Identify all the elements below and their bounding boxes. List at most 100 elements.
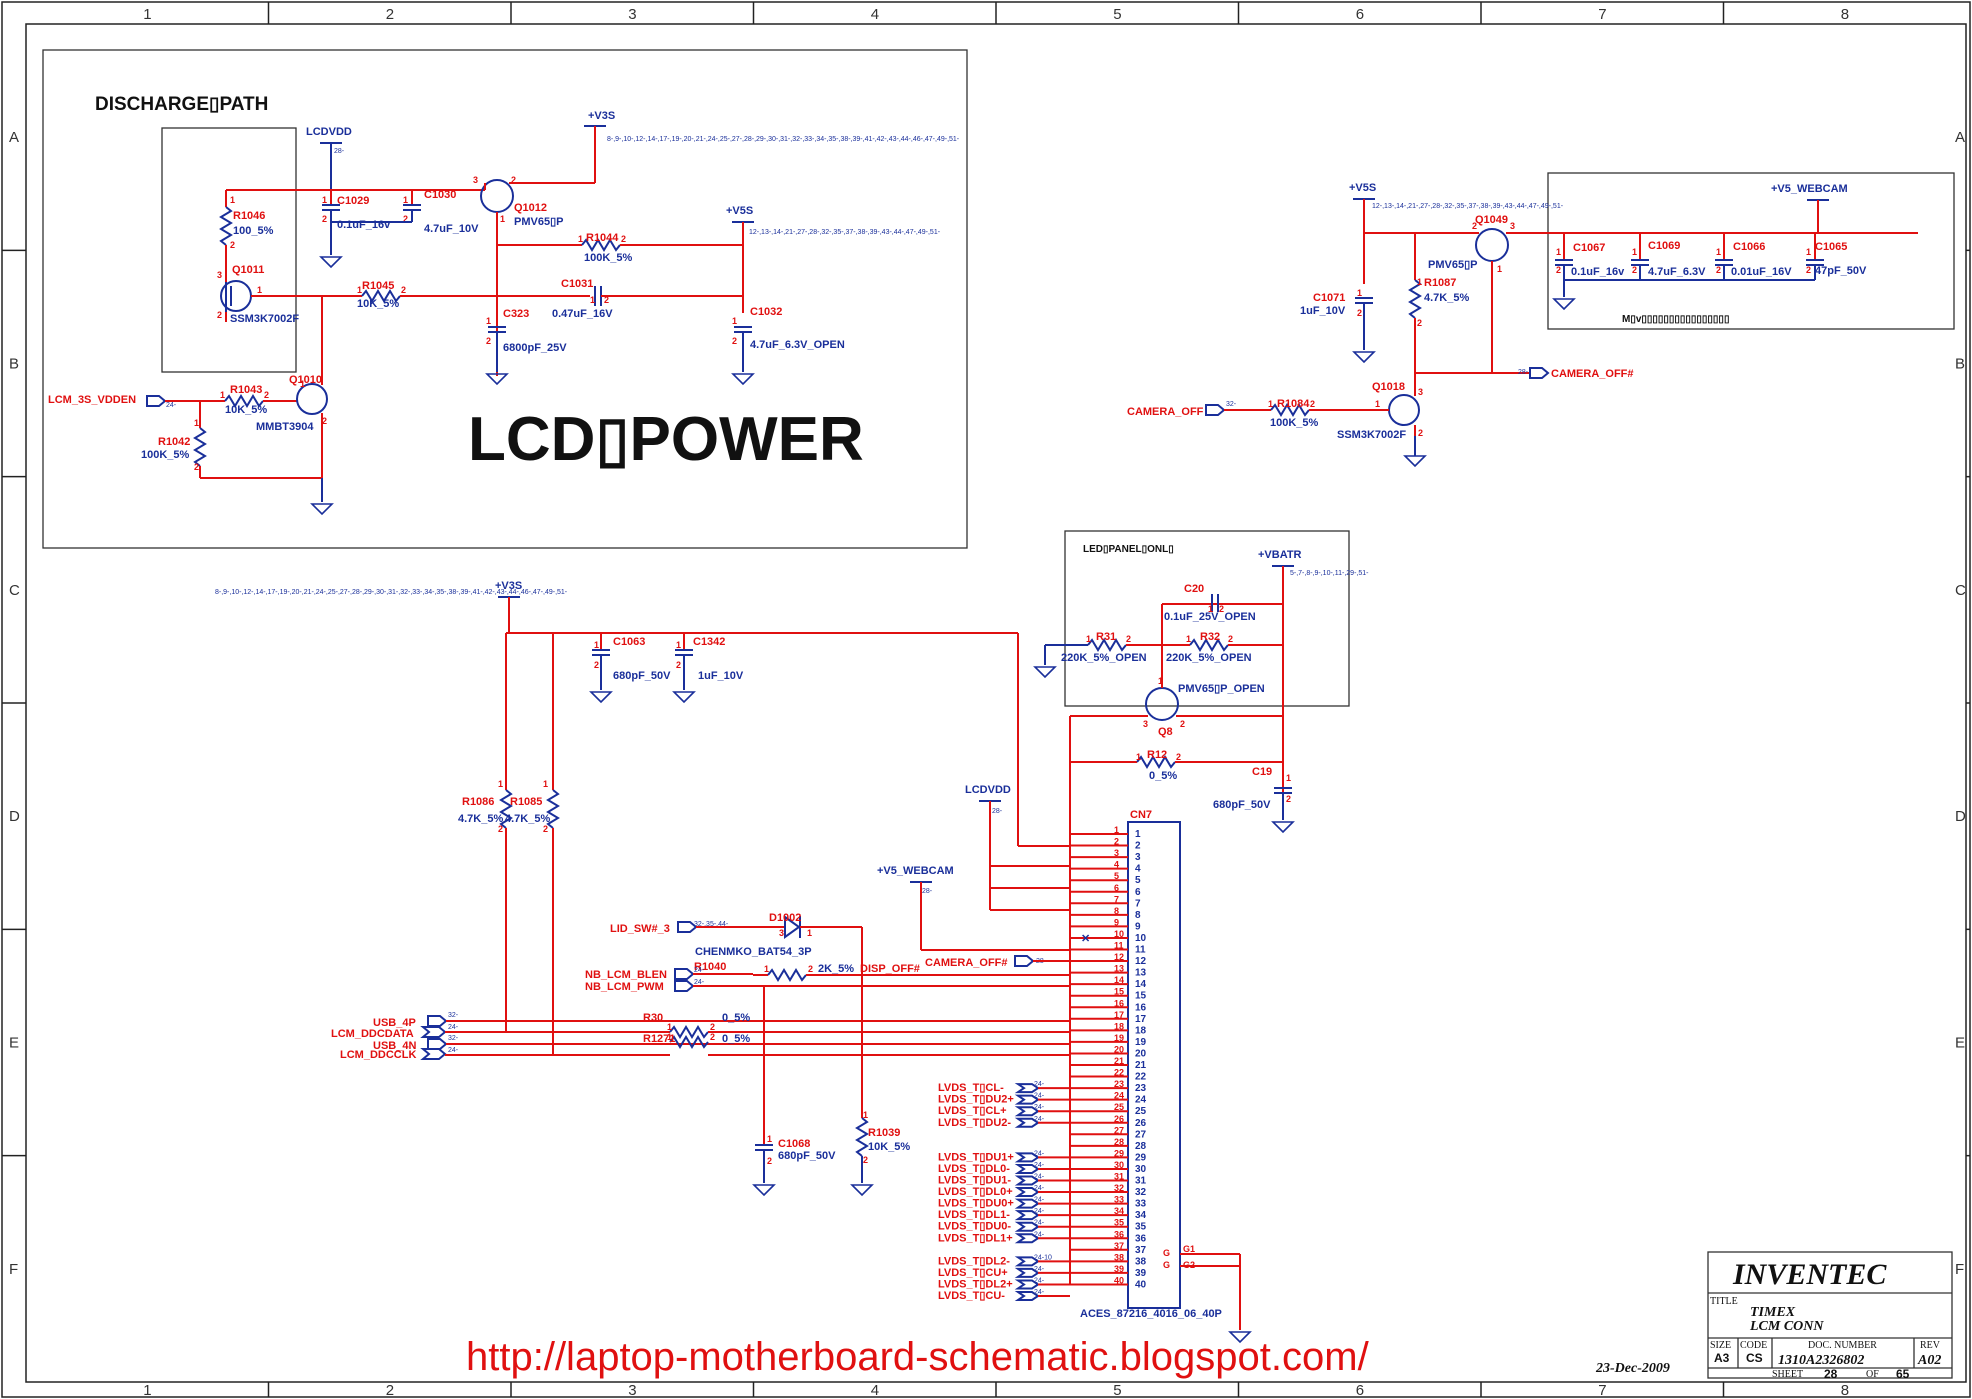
r1042-ref: R1042 — [158, 436, 190, 448]
lvds-port — [1014, 1152, 1040, 1163]
cn7-pin-number: 31 — [1114, 1172, 1124, 1182]
cn7-pin-number: 20 — [1114, 1044, 1124, 1054]
grid-row-label: F — [1955, 1261, 1964, 1278]
r1084-ref: R1084 — [1277, 398, 1310, 410]
v5s-right-label: +V5S — [1349, 182, 1376, 194]
lvds-xref: 24- — [1034, 1174, 1045, 1181]
cn7-pin-number-inner: 14 — [1135, 979, 1147, 990]
svg-text:2: 2 — [1806, 265, 1811, 275]
grid-col-label: 2 — [386, 1382, 394, 1399]
lvds-xref: 24- — [1034, 1150, 1045, 1157]
lvds-port — [1014, 1291, 1040, 1301]
q1010-symbol — [296, 383, 328, 415]
svg-text:2: 2 — [604, 295, 609, 305]
lvds-port — [1014, 1117, 1040, 1128]
v3s-lower-xref: 8-,9-,10-,12-,14-,17-,19-,20-,21-,24-,25… — [215, 589, 568, 596]
cn7-pin-number: 30 — [1114, 1160, 1124, 1170]
lvds-port — [1014, 1256, 1040, 1267]
svg-text:2: 2 — [732, 336, 737, 346]
svg-text:2: 2 — [401, 285, 406, 295]
svg-text:1: 1 — [863, 1110, 868, 1120]
grid-col-label: 5 — [1113, 6, 1121, 23]
v5-webcam-cn7-label: +V5_WEBCAM — [877, 865, 954, 877]
svg-text:2: 2 — [264, 390, 269, 400]
svg-text:G1: G1 — [1183, 1244, 1195, 1254]
svg-text:3: 3 — [1510, 221, 1515, 231]
grid-row-label: F — [9, 1261, 18, 1278]
cn7-pin-number: 35 — [1114, 1218, 1124, 1228]
usb-4p-label: USB_4P — [373, 1017, 416, 1029]
cn7-pin-number: 40 — [1114, 1275, 1124, 1285]
r1086-ref: R1086 — [462, 796, 494, 808]
lcm-ddcclk-label: LCM_DDCCLK — [340, 1049, 416, 1061]
svg-text:2: 2 — [767, 1156, 772, 1166]
lvds-signal-label: LVDS_T▯DU0- — [938, 1221, 1011, 1233]
lvds-signal-label: LVDS_T▯DU2+ — [938, 1094, 1014, 1106]
cn7-pin-number: 33 — [1114, 1195, 1124, 1205]
c1071-ref: C1071 — [1313, 292, 1345, 304]
v3s-top-xref: 8-,9-,10-,12-,14-,17-,19-,20-,21-,24-,25… — [607, 136, 960, 143]
svg-text:2: 2 — [621, 234, 626, 244]
q1010-ref: Q1010 — [289, 374, 322, 386]
c1069-val: 4.7uF_6.3V — [1648, 266, 1706, 278]
c1071-val: 1uF_10V — [1300, 305, 1346, 317]
svg-text:1: 1 — [676, 640, 681, 650]
c1031-val: 0.47uF_16V — [552, 308, 613, 320]
lcm-ddcdata-label: LCM_DDCDATA — [331, 1028, 414, 1040]
lvds-signal-label: LVDS_T▯DU0+ — [938, 1198, 1014, 1210]
svg-text:2: 2 — [710, 1022, 715, 1032]
v5s-right-xref: 12-,13-,14-,21-,27-,28-,32-,35-,37-,38-,… — [1372, 203, 1564, 210]
cn7-pin-number: 3 — [1114, 848, 1119, 858]
c1067-val: 0.1uF_16v — [1571, 266, 1625, 278]
svg-text:2: 2 — [1126, 634, 1131, 644]
cn7-pin-number-inner: 8 — [1135, 910, 1141, 921]
lcdvdd-cn7-label: LCDVDD — [965, 784, 1011, 796]
svg-text:1: 1 — [1375, 399, 1380, 409]
cn7-pin-number-inner: 29 — [1135, 1152, 1147, 1163]
svg-text:2: 2 — [1176, 752, 1181, 762]
nb-lcm-blen-label: NB_LCM_BLEN — [585, 969, 667, 981]
cn7-pin-number-inner: 11 — [1135, 945, 1146, 956]
svg-text:1: 1 — [1417, 277, 1422, 287]
svg-text:1: 1 — [764, 964, 769, 974]
svg-text:2: 2 — [1556, 265, 1561, 275]
svg-text:1: 1 — [1186, 634, 1191, 644]
svg-text:1: 1 — [578, 234, 583, 244]
cn7-pin-number: 37 — [1114, 1241, 1124, 1251]
svg-text:24-: 24- — [166, 402, 177, 409]
svg-text:28-: 28- — [922, 888, 933, 895]
grid-row-label: D — [9, 808, 20, 825]
lvds-signal-label: LVDS_T▯DL0- — [938, 1163, 1010, 1175]
r1039-ref: R1039 — [868, 1127, 900, 1139]
svg-text:2: 2 — [217, 310, 222, 320]
c1068-val: 680pF_50V — [778, 1150, 836, 1162]
cn7-pin-number: 19 — [1114, 1033, 1124, 1043]
svg-text:1: 1 — [767, 1134, 772, 1144]
drawing-date: 23-Dec-2009 — [1595, 1361, 1670, 1376]
q1049-val: PMV65▯P — [1428, 259, 1477, 271]
cn7-pin-number: 9 — [1114, 917, 1119, 927]
svg-text:2: 2 — [1632, 265, 1637, 275]
webcam-power-box — [1547, 172, 1955, 330]
grid-row-label: D — [1955, 808, 1966, 825]
cn7-pin-number: 38 — [1114, 1252, 1124, 1262]
grid-col-label: 1 — [143, 1382, 151, 1399]
watermark-url[interactable]: http://laptop-motherboard-schematic.blog… — [466, 1335, 1370, 1379]
c1065-ref: C1065 — [1815, 241, 1847, 253]
usb-4n-label: USB_4N — [373, 1040, 416, 1052]
v3s-top-label: +V3S — [588, 110, 615, 122]
r1040-val: 2K_5% — [818, 963, 854, 975]
r1085-ref: R1085 — [510, 796, 542, 808]
grid-col-label: 6 — [1356, 1382, 1364, 1399]
svg-text:32-: 32- — [448, 1035, 459, 1042]
svg-text:1: 1 — [357, 285, 362, 295]
r12-val: 0_5% — [1149, 770, 1177, 782]
cn7-pin-number-inner: 23 — [1135, 1083, 1147, 1094]
r1043-ref: R1043 — [230, 384, 262, 396]
grid-col-label: 4 — [871, 1382, 879, 1399]
cn7-pin-number: 4 — [1114, 860, 1119, 870]
svg-text:2: 2 — [1228, 634, 1233, 644]
cn7-pin-number-inner: 33 — [1135, 1199, 1147, 1210]
q1012-val: PMV65▯P — [514, 216, 563, 228]
